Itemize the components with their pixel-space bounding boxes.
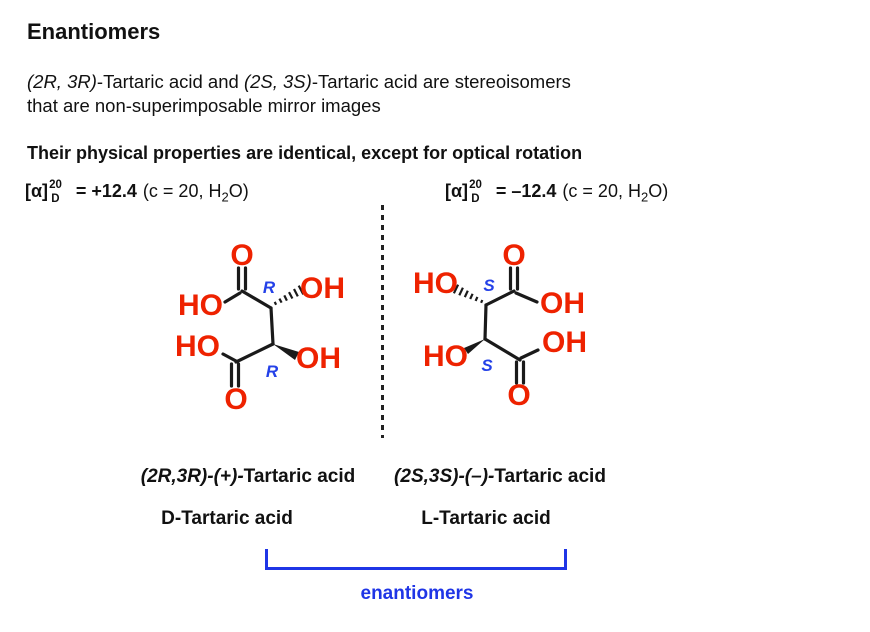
sodium-d-subscript: D: [471, 192, 480, 205]
h2o-subscript: 2: [640, 189, 649, 205]
properties-statement: Their physical properties are identical,…: [27, 143, 583, 163]
solid-wedge-bond: [273, 344, 299, 360]
enantiomers-bracket: [265, 549, 567, 570]
c1-oh-bond: [223, 291, 242, 304]
rotation-value: = –12.4: [495, 181, 557, 201]
systematic-name-left: (2R,3R)-(+)-Tartaric acid: [141, 466, 356, 488]
alpha-symbol: [α]: [25, 181, 49, 201]
common-name-left: D-Tartaric acid: [161, 508, 293, 529]
conditions-text: (c = 20, H: [562, 181, 641, 201]
atom-label-oh-top: OH: [540, 287, 585, 320]
mirror-plane-dashed-line: [381, 205, 384, 438]
bond-lines: [221, 266, 305, 388]
atom-label-oh-bottom: OH: [296, 342, 341, 375]
c2-c3-bond: [269, 306, 275, 346]
intro-segment: -Tartaric acid and: [96, 71, 244, 92]
atom-label-o-bottom: O: [507, 379, 530, 412]
intro-text: (2R, 3R)-Tartaric acid and (2S, 3S)-Tart…: [27, 70, 571, 118]
molecule-structure-right: O OH HO S HO OH S O: [413, 239, 587, 412]
c2-c3-bond: [483, 303, 488, 341]
atom-label-o-bottom: O: [224, 383, 247, 416]
intro-line-1: (2R, 3R)-Tartaric acid and (2S, 3S)-Tart…: [27, 70, 571, 94]
stereo-prefix: (2R,3R)-(+)-: [140, 466, 244, 487]
atom-label-ho-bottom: HO: [423, 340, 468, 373]
stereocenter-label-top: S: [483, 276, 495, 295]
c1-oh-bond: [514, 291, 539, 304]
rotation-value: = +12.4: [75, 181, 137, 201]
enantiomers-label: enantiomers: [360, 583, 474, 604]
temperature-superscript: 20: [49, 179, 62, 191]
rotation-conditions: (c = 20, H2O): [562, 181, 668, 205]
temperature-superscript: 20: [469, 179, 482, 191]
stereo-descriptor-2s3s: (2S, 3S): [243, 71, 312, 92]
stereocenter-label-bottom: R: [266, 362, 279, 381]
atom-label-ho-top: HO: [413, 267, 458, 300]
compound-name: Tartaric acid: [494, 466, 606, 487]
hashed-wedge-bond: [452, 284, 484, 304]
stereocenter-label-top: R: [263, 278, 276, 297]
c4-oh-bond: [221, 352, 238, 363]
common-name-right: L-Tartaric acid: [421, 508, 551, 529]
conditions-text: O): [648, 181, 669, 201]
rotation-conditions: (c = 20, H2O): [143, 181, 249, 205]
compound-name: Tartaric acid: [243, 466, 356, 487]
hashed-wedge-bond: [273, 285, 305, 306]
c3-c4-bond: [483, 337, 522, 362]
molecule-structure-left: O HO OH R HO OH R O: [175, 239, 345, 416]
solid-wedge-bond: [464, 339, 485, 354]
alpha-symbol: [α]: [445, 181, 469, 201]
stereocenter-label-bottom: S: [481, 356, 493, 375]
atom-label-ho-bottom: HO: [175, 330, 220, 363]
atom-label-o-top: O: [230, 239, 253, 272]
stereo-prefix: (2S,3S)-(–)-: [394, 466, 495, 487]
conditions-text: O): [228, 181, 249, 201]
atom-label-ho-top: HO: [178, 289, 223, 322]
sodium-d-subscript: D: [51, 192, 60, 205]
bond-lines: [452, 266, 540, 385]
stereo-descriptor-2r3r: (2R, 3R): [27, 71, 97, 92]
c3-c4-bond: [234, 342, 275, 364]
atom-label-oh-bottom: OH: [542, 326, 587, 359]
conditions-text: (c = 20, H: [142, 181, 222, 201]
h2o-subscript: 2: [221, 189, 229, 205]
systematic-name-right: (2S,3S)-(–)-Tartaric acid: [394, 466, 606, 488]
page-title: Enantiomers: [27, 19, 161, 44]
intro-line-2: that are non-superimposable mirror image…: [27, 95, 381, 116]
atom-label-oh-top: OH: [300, 272, 345, 305]
c4-oh-bond: [519, 348, 540, 360]
intro-segment: -Tartaric acid are stereoisomers: [311, 71, 571, 92]
c1-c2-bond: [240, 289, 273, 310]
c1-c2-bond: [484, 289, 516, 307]
atom-label-o-top: O: [502, 239, 525, 272]
